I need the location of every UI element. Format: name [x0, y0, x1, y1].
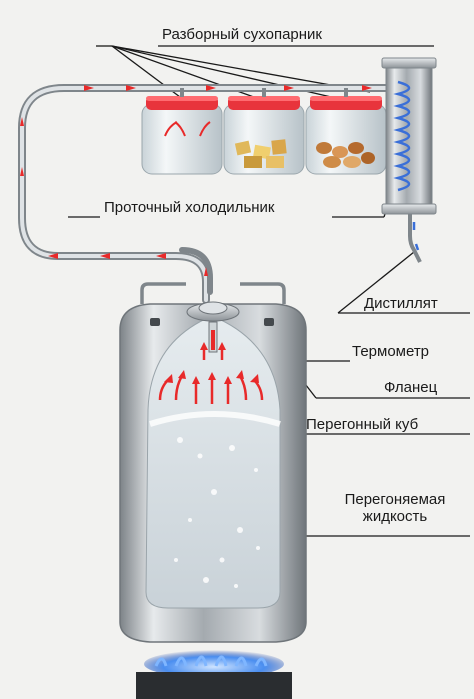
- label-liquid: Перегоняемая жидкость: [322, 491, 468, 526]
- label-distillate: Дистиллят: [364, 295, 438, 312]
- flow-cooler: [381, 57, 437, 263]
- flame-icon: [136, 650, 292, 699]
- cooling-coil: [393, 80, 411, 192]
- label-liquid-line2: жидкость: [362, 508, 428, 526]
- label-thermometer: Термометр: [352, 343, 430, 360]
- dry-steamer-jars: [141, 88, 387, 175]
- thermometer-icon: [208, 321, 218, 353]
- jar-3: [305, 96, 387, 175]
- label-flange: Фланец: [384, 379, 438, 396]
- steam-arrows: [20, 85, 372, 276]
- jar-2: [223, 96, 305, 175]
- label-dry-steamer: Разборный сухопарник: [162, 26, 322, 43]
- liquid-bubbles: [174, 437, 260, 588]
- still-boiler: [119, 282, 307, 643]
- vapor-pipe: [18, 84, 399, 304]
- label-still: Перегонный куб: [306, 416, 419, 433]
- jar-1: [141, 96, 223, 175]
- label-liquid-line1: Перегоняемая: [344, 491, 446, 508]
- label-flow-cooler: Проточный холодильник: [104, 199, 275, 216]
